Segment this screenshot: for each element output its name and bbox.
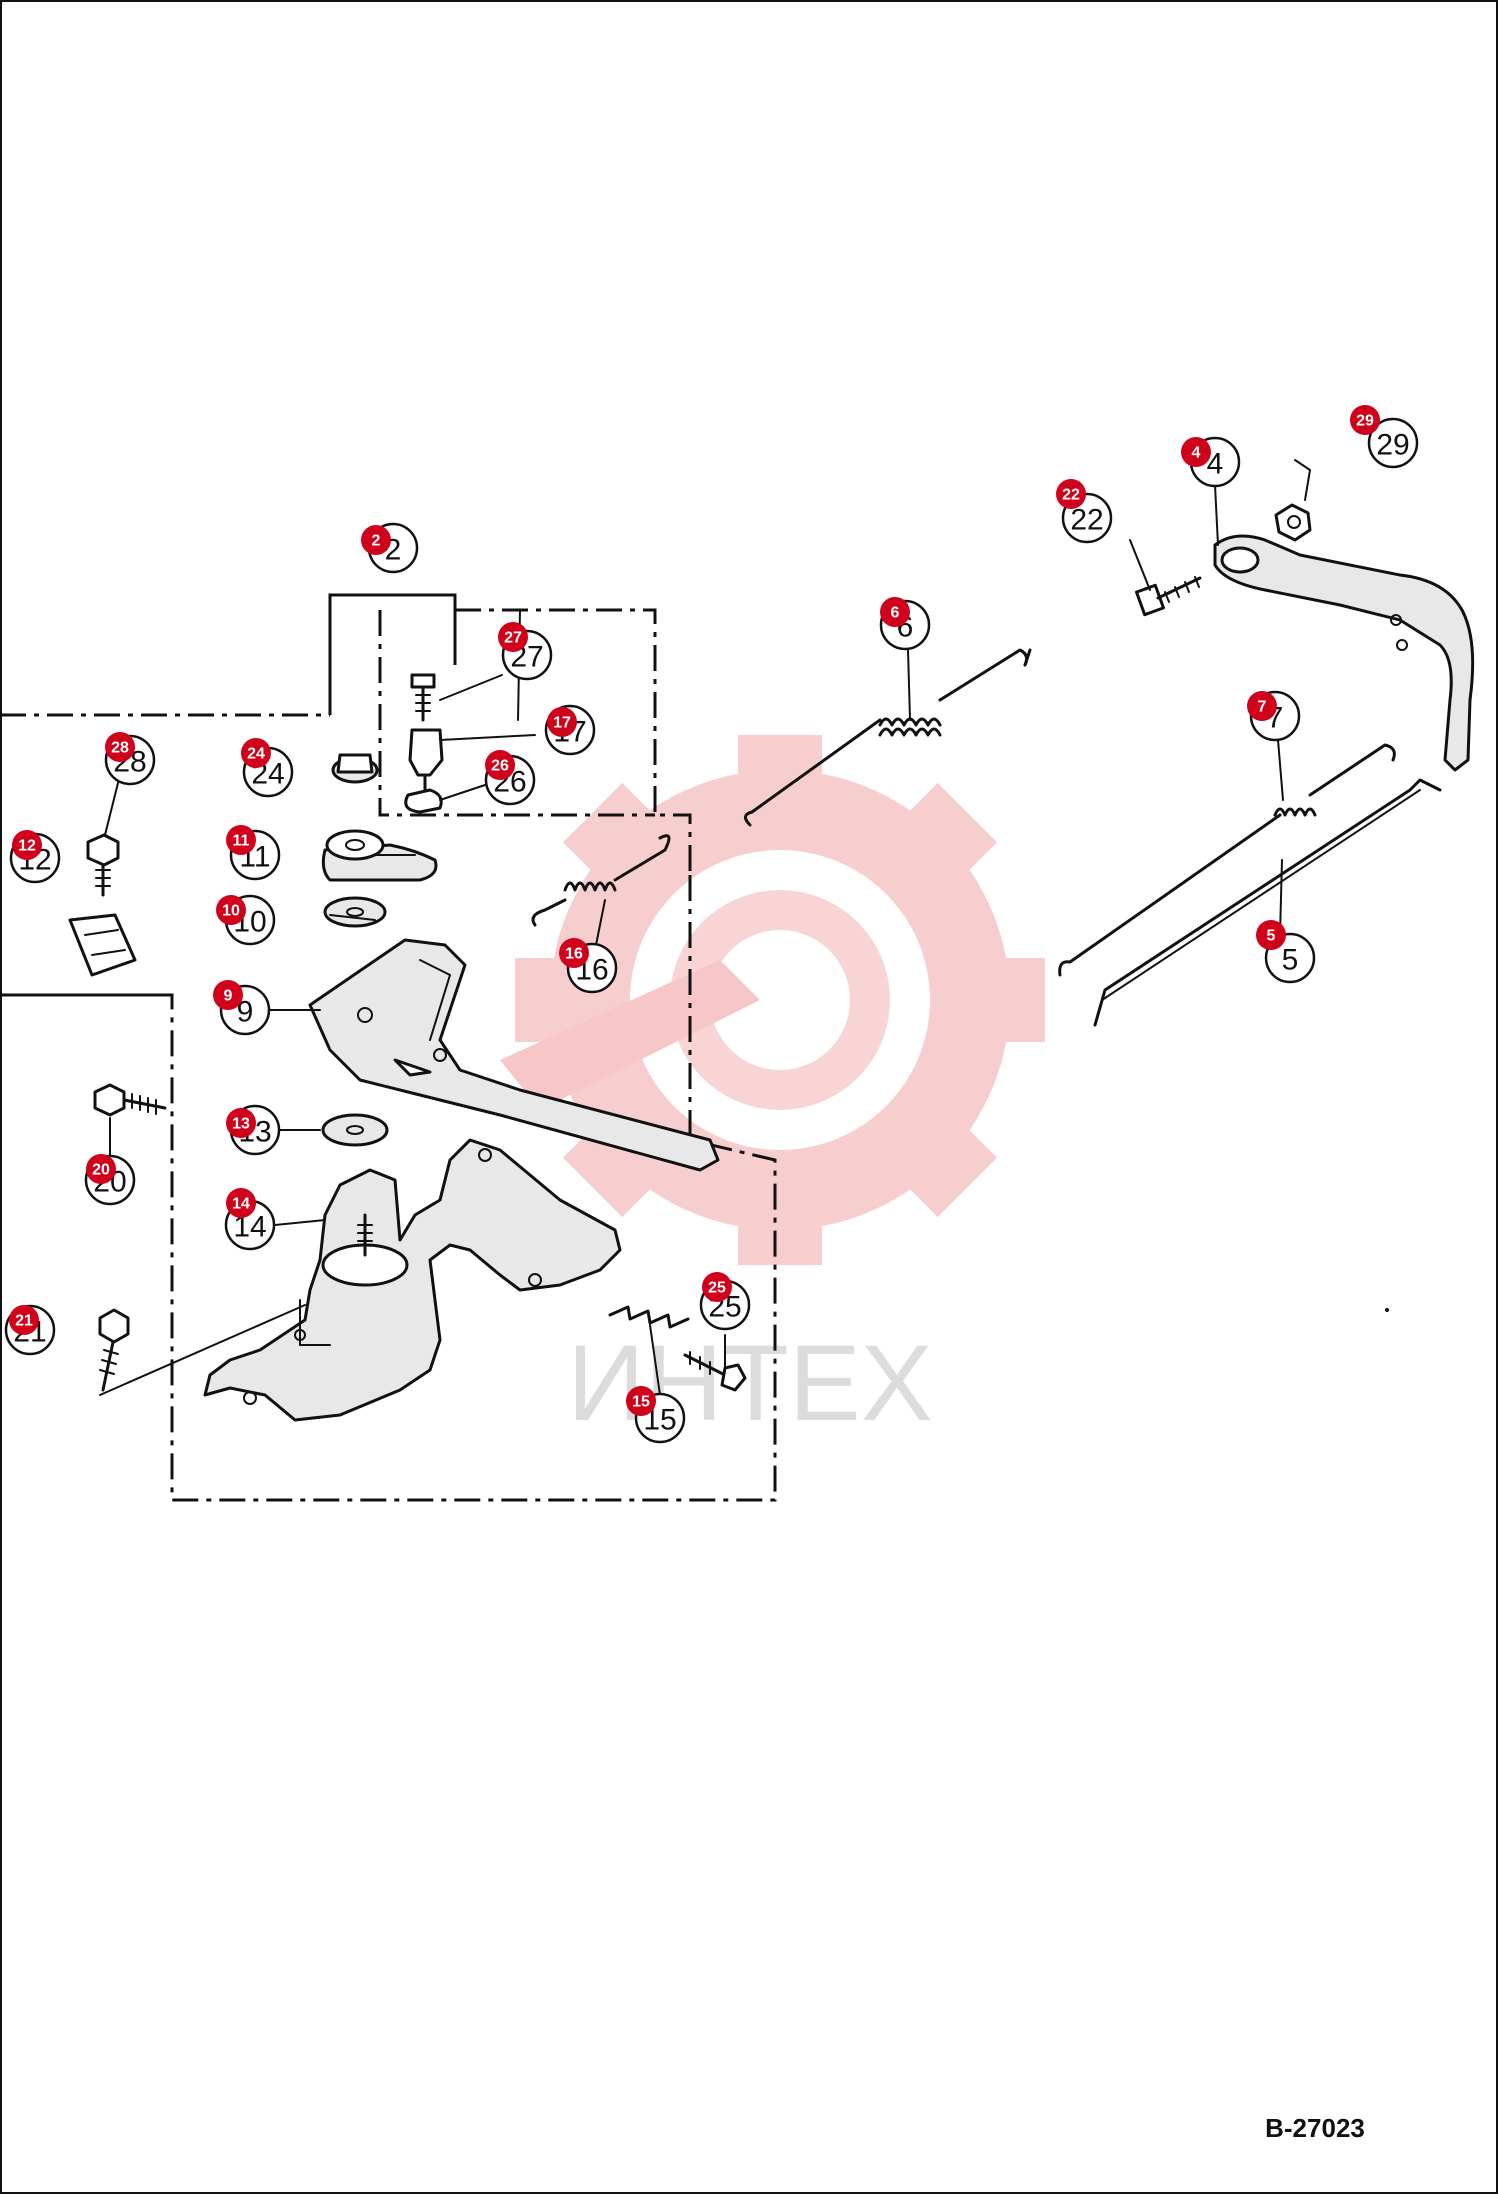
hotspot-badge-label: 15: [632, 1394, 650, 1411]
hotspot-badge-label: 12: [18, 838, 36, 855]
hotspot-badge[interactable]: [880, 597, 910, 627]
hotspot-badge-label: 9: [224, 988, 233, 1005]
hotspot-badge[interactable]: [105, 732, 135, 762]
callout-6[interactable]: 66: [879, 597, 931, 651]
callout-label: 29: [1376, 429, 1409, 462]
hotspot-badge-label: 13: [232, 1116, 250, 1133]
hotspot-badge-label: 26: [491, 758, 509, 775]
hotspot-badge-label: 17: [553, 715, 571, 732]
hotspot-badge[interactable]: [1056, 479, 1086, 509]
hotspot-badge-label: 20: [92, 1162, 110, 1179]
hotspot-badge[interactable]: [547, 707, 577, 737]
hotspot-badge[interactable]: [626, 1386, 656, 1416]
hotspot-badge-label: 16: [565, 946, 583, 963]
hotspot-badge[interactable]: [12, 830, 42, 860]
hotspot-badge[interactable]: [213, 980, 243, 1010]
watermark-gear-tooth: [874, 782, 998, 906]
callout-2[interactable]: 22: [361, 522, 419, 574]
hotspot-badge[interactable]: [241, 738, 271, 768]
hotspot-badge[interactable]: [216, 895, 246, 925]
watermark-gear-tooth: [955, 958, 1045, 1042]
hotspot-badge-label: 27: [504, 630, 522, 647]
hotspot-badge[interactable]: [1256, 920, 1286, 950]
watermark-logo: [500, 735, 1045, 1265]
callout-label: 5: [1282, 944, 1299, 977]
hotspot-badge-label: 21: [15, 1313, 33, 1330]
watermark-gear-tooth: [562, 782, 686, 906]
hotspot-badge[interactable]: [498, 622, 528, 652]
callout-label: 22: [1070, 504, 1103, 537]
callout-label: 9: [237, 996, 254, 1029]
hotspot-badge-label: 29: [1356, 413, 1374, 430]
hotspot-badge[interactable]: [226, 1108, 256, 1138]
hotspot-badge-label: 10: [222, 903, 240, 920]
callout-4[interactable]: 44: [1181, 436, 1241, 488]
hotspot-badge-label: 22: [1062, 487, 1080, 504]
hotspot-badge[interactable]: [226, 1188, 256, 1218]
hotspot-badge[interactable]: [1350, 405, 1380, 435]
figure-reference: B-27023: [1265, 2113, 1365, 2143]
hotspot-badge[interactable]: [559, 938, 589, 968]
hotspot-badge-label: 14: [232, 1196, 250, 1213]
parts-artwork: [68, 503, 1475, 1422]
hotspot-badge[interactable]: [485, 750, 515, 780]
hotspot-badge-label: 24: [247, 746, 265, 763]
hotspot-badge[interactable]: [361, 525, 391, 555]
hotspot-badge-label: 25: [708, 1280, 726, 1297]
callout-5[interactable]: 55: [1256, 920, 1316, 984]
hotspot-badge-label: 28: [111, 740, 129, 757]
callout-label: 4: [1207, 448, 1224, 481]
callout-layer: 2244556677991010111112121313141415151616…: [4, 405, 1419, 1444]
hotspot-badge-label: 11: [233, 833, 250, 850]
hotspot-badge-label: 4: [1192, 445, 1201, 462]
assembly-boundaries: [0, 593, 777, 1502]
watermark-gear-tooth: [874, 1094, 998, 1218]
callout-17[interactable]: 1717: [544, 704, 596, 756]
callout-circle: [1367, 417, 1419, 469]
hotspot-badge[interactable]: [1181, 437, 1211, 467]
hotspot-badge-label: 7: [1258, 699, 1267, 716]
hotspot-badge[interactable]: [9, 1305, 39, 1335]
watermark-gear-tooth: [738, 735, 822, 825]
hotspot-badge[interactable]: [1247, 691, 1277, 721]
callout-7[interactable]: 77: [1247, 690, 1301, 742]
hotspot-badge[interactable]: [702, 1272, 732, 1302]
watermark-text: ИНТЕХ: [567, 1322, 933, 1443]
hotspot-badge-label: 6: [891, 605, 900, 622]
spring-6: [878, 717, 942, 737]
callout-9[interactable]: 99: [213, 980, 271, 1036]
hotspot-badge[interactable]: [226, 825, 256, 855]
watermark-gear-tooth: [738, 1175, 822, 1265]
hotspot-badge[interactable]: [86, 1154, 116, 1184]
hotspot-badge-label: 5: [1267, 928, 1276, 945]
hotspot-badge-label: 2: [372, 533, 381, 550]
